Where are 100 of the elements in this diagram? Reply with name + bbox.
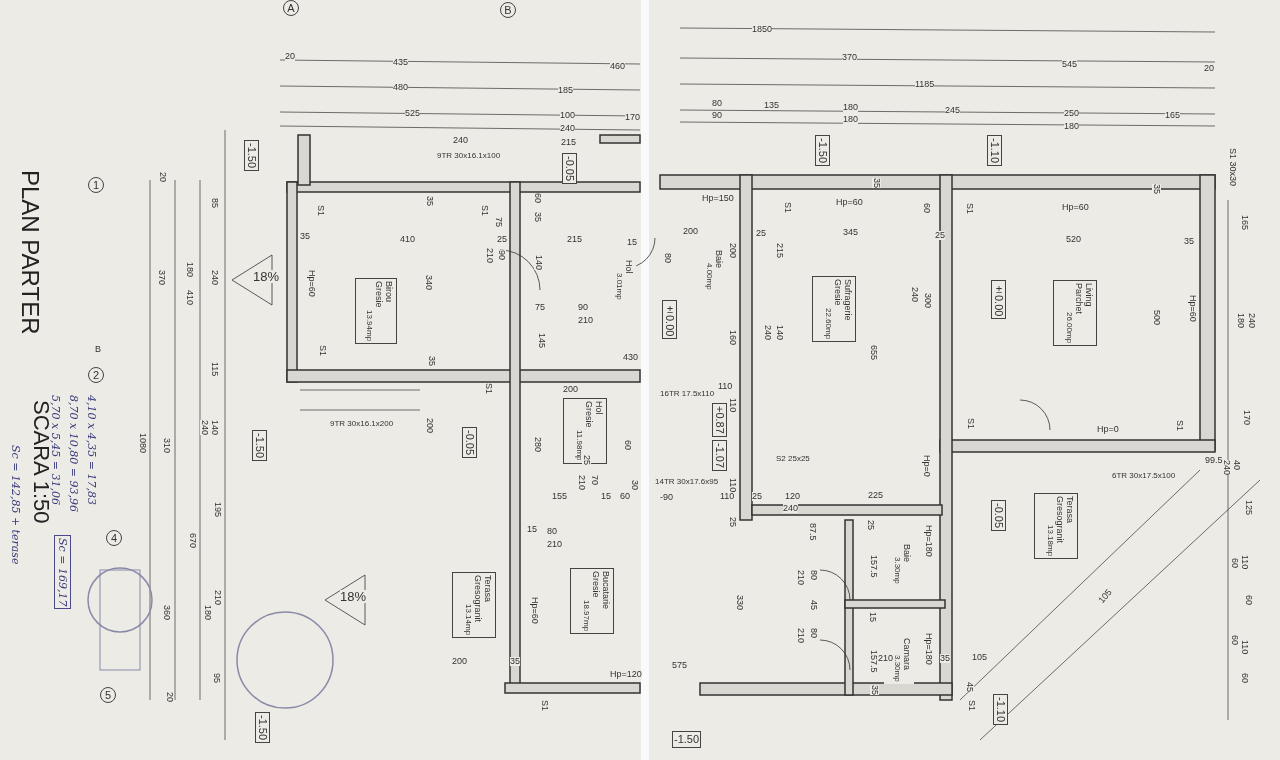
dimension-text: 575: [672, 661, 688, 670]
dimension-text: S1: [540, 700, 549, 711]
dimension-text: 110: [728, 398, 737, 413]
slope-label: 18%: [253, 270, 280, 283]
dimension-text: 25: [866, 520, 875, 530]
level-mark: -1.50: [255, 712, 270, 744]
dimension-text: 95: [212, 673, 221, 683]
dimension-text: 60: [533, 193, 542, 203]
dimension-text: 20: [285, 52, 295, 61]
dimension-text: 70: [590, 475, 599, 485]
dimension-text: 120: [785, 492, 801, 501]
dimension-text: 25: [582, 455, 591, 465]
grid-axis-marker: 4: [106, 530, 122, 546]
dimension-text: 25: [935, 231, 945, 240]
dimension-text: Hp=180: [924, 525, 933, 557]
dimension-text: 210: [578, 316, 594, 325]
room-tag: Bucatarie Gresie 18.97mp: [570, 568, 614, 634]
dimension-text: 140: [775, 325, 784, 341]
dimension-text: 155: [552, 492, 568, 501]
dimension-text: 80: [547, 527, 557, 536]
dimension-text: 180: [1236, 313, 1245, 329]
grid-axis-marker: A: [283, 0, 299, 16]
room-tag: Terasa Gresogranit 13.14mp: [452, 572, 496, 638]
dimension-text: 200: [683, 227, 699, 236]
dimension-text: 20: [158, 172, 167, 182]
dimension-text: 240: [763, 325, 772, 341]
level-mark: -1.50: [244, 140, 259, 172]
dimension-text: 105: [1097, 587, 1114, 606]
dimension-text: 210: [878, 654, 894, 663]
dimension-text: 80: [663, 253, 672, 263]
dimension-text: Hp=60: [1062, 203, 1089, 212]
dimension-text: 240: [210, 270, 219, 286]
dimension-text: 75: [535, 303, 545, 312]
dimension-text: 20: [165, 692, 174, 702]
dimension-text: Hp=180: [924, 633, 933, 665]
dimension-text: 25: [497, 235, 507, 244]
dimension-text: 45: [965, 682, 974, 692]
dimension-text: 35: [510, 657, 520, 666]
dimension-text: 30: [630, 480, 639, 490]
dimension-text: 1850: [752, 25, 773, 34]
dimension-text: 210: [547, 540, 563, 549]
dimension-text: 105: [972, 653, 988, 662]
dimension-text: 15: [527, 525, 537, 534]
level-mark: -1.07: [712, 440, 727, 472]
dimension-text: 110: [718, 382, 733, 391]
dimension-text: 240: [910, 287, 919, 303]
dimension-text: Hp=60: [1188, 295, 1197, 322]
dimension-text: 280: [533, 437, 542, 453]
dimension-text: 200: [452, 657, 468, 666]
dimension-text: 330: [735, 595, 744, 611]
stair-note: 14TR 30x17.6x95: [655, 478, 719, 486]
dimension-text: 185: [558, 86, 574, 95]
dimension-text: 435: [393, 58, 409, 67]
dimension-text: 245: [945, 106, 961, 115]
level-mark: -1.50: [672, 731, 702, 748]
dimension-text: 115: [210, 362, 219, 377]
dimension-text: 35: [427, 356, 436, 366]
dimension-text: 25: [728, 517, 737, 527]
room-tag: Birou Gresie 13.94mp: [355, 278, 397, 344]
dimension-text: 110: [1240, 640, 1249, 655]
room-tag: Sufragerie Gresie 22.60mp: [812, 276, 856, 342]
dimension-text: 160: [728, 330, 737, 346]
level-mark: -1.50: [252, 430, 267, 462]
dimension-text: 85: [210, 198, 219, 208]
level-mark: +0.87: [712, 403, 727, 437]
stair-note: S2 25x25: [776, 455, 810, 463]
level-mark: -0.05: [991, 500, 1006, 532]
stair-note: 9TR 30x16.1x200: [330, 420, 394, 428]
dimension-text: 145: [537, 333, 546, 349]
dimension-text: 60: [620, 492, 630, 501]
dimension-text: 240: [1222, 460, 1231, 476]
dimension-text: 35: [300, 232, 310, 241]
dimension-text: S1 30x30: [1228, 148, 1237, 187]
dimension-text: 345: [843, 228, 859, 237]
dimension-text: 430: [623, 353, 639, 362]
dimension-text: Hp=60: [307, 270, 316, 297]
dimension-text: 170: [625, 113, 641, 122]
dimension-text: -90: [660, 493, 673, 502]
dimension-text: Hp=150: [702, 194, 734, 203]
dimension-text: 35: [872, 178, 881, 188]
dimension-text: 110: [728, 478, 737, 493]
dimension-text: 75: [494, 217, 503, 227]
dimension-text: 520: [1066, 235, 1082, 244]
dimension-text: S1: [966, 418, 975, 429]
dimension-text: 240: [200, 420, 209, 436]
dimension-text: 240: [1247, 313, 1256, 329]
dimension-text: 35: [870, 685, 879, 695]
section-marker: B: [95, 345, 101, 354]
dimension-text: 80: [809, 628, 818, 638]
level-mark: ±0.00: [991, 280, 1006, 320]
dimension-text: 200: [728, 243, 737, 259]
dimension-text: 90: [497, 250, 506, 260]
dimension-text: 45: [809, 600, 818, 610]
dimension-text: 90: [712, 111, 722, 120]
dimension-text: 200: [425, 418, 434, 434]
dimension-text: 545: [1062, 60, 1078, 69]
grid-axis-marker: B: [500, 2, 516, 18]
dimension-text: 210: [213, 590, 222, 606]
handwritten-note: Sc = 142,85 + terase: [10, 445, 21, 565]
dimension-text: 180: [843, 103, 859, 112]
